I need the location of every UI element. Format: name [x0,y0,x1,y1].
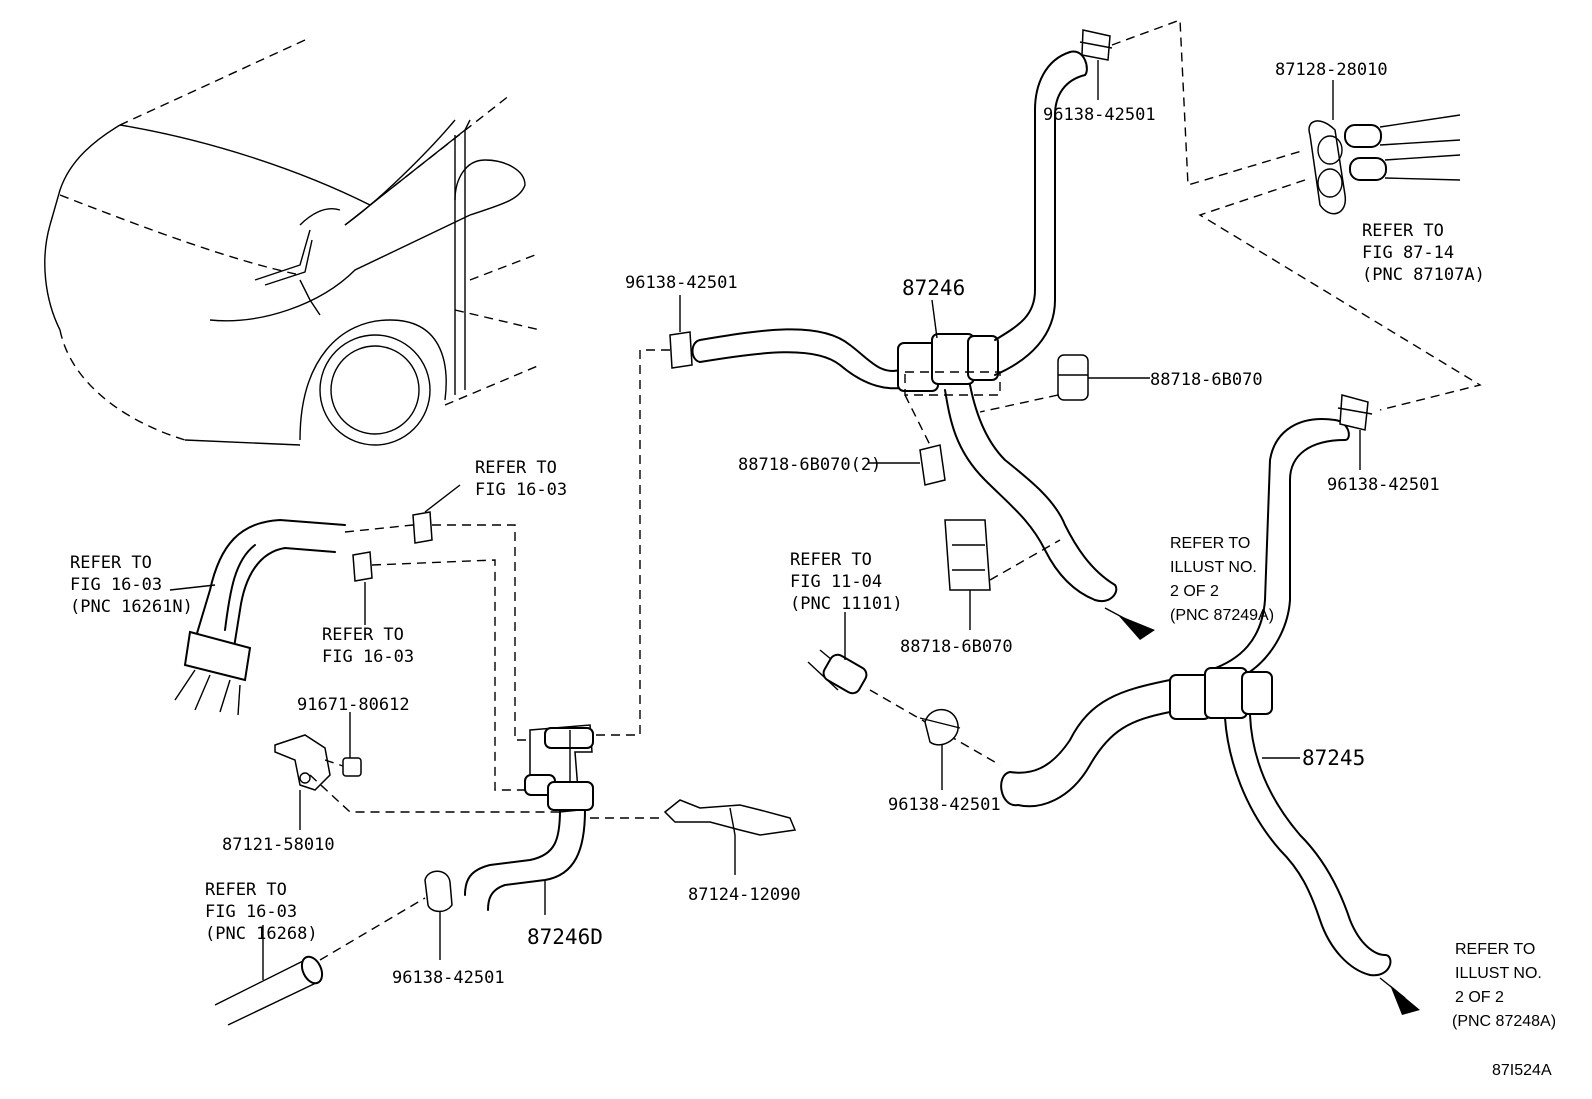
label-clamp-top: 96138-42501 [1043,105,1156,125]
label-refer-illust-a-1: REFER TO [1170,535,1250,552]
label-grommet: 87128-28010 [1275,60,1388,80]
clip-holder-right [1057,354,1089,401]
label-refer-fig-87-14-3: (PNC 87107A) [1362,265,1485,285]
label-refer-11-04-1: REFER TO [790,550,872,570]
label-refer-16268-3: (PNC 16268) [205,924,318,944]
label-clamp-mid-left: 96138-42501 [625,273,738,293]
label-refer-16261n-2: FIG 16-03 [70,575,162,595]
hose-87245 [1000,418,1392,977]
label-hose-lower: 87246D [527,925,603,949]
label-refer-16268-1: REFER TO [205,880,287,900]
clamp-mid-left [669,331,693,369]
label-refer-illust-a-4: (PNC 87249A) [1170,607,1274,624]
clamp-top [1079,29,1113,61]
label-refer-illust-b-3: 2 OF 2 [1455,989,1504,1006]
labels: 96138-42501 87128-28010 REFER TO FIG 87-… [70,60,1556,1079]
clamp-ref-16-03-mid [352,551,373,582]
label-refer-16-03-top-1: REFER TO [475,458,557,478]
clip-holder-left [919,444,946,486]
label-refer-illust-b-1: REFER TO [1455,941,1535,958]
label-refer-fig-87-14-2: FIG 87-14 [1362,243,1454,263]
label-refer-16261n-1: REFER TO [70,553,152,573]
grommet [1308,114,1461,215]
label-clamp-right: 96138-42501 [1327,475,1440,495]
clip-holder-bottom [944,519,991,591]
label-clamp-holder-right: 88718-6B070 [1150,370,1263,390]
clamp-lower-mid [919,708,961,746]
label-refer-11-04-2: FIG 11-04 [790,572,882,592]
label-clamp-bottom: 96138-42501 [392,968,505,988]
label-clamp-lower-mid: 96138-42501 [888,795,1001,815]
label-refer-11-04-3: (PNC 11101) [790,594,903,614]
pipe-11101 [807,649,868,695]
bracket-87121 [274,734,331,791]
label-refer-illust-a-2: ILLUST NO. [1170,559,1257,576]
clamp-right [1337,394,1373,431]
arrow-illust-a [1118,615,1155,640]
bracket-87124 [663,799,797,836]
label-refer-16-03-mid-2: FIG 16-03 [322,647,414,667]
label-refer-16261n-3: (PNC 16261N) [70,597,193,617]
label-clamp-holder-bottom: 88718-6B070 [900,637,1013,657]
label-hose-upper: 87246 [902,276,965,300]
label-refer-illust-a-3: 2 OF 2 [1170,583,1219,600]
label-hose-lower-right: 87245 [1302,746,1365,770]
label-refer-illust-b-2: ILLUST NO. [1455,965,1542,982]
label-refer-16-03-mid-1: REFER TO [322,625,404,645]
label-refer-illust-b-4: (PNC 87248A) [1452,1013,1556,1030]
hose-16261N [174,519,346,716]
label-bracket-2: 87124-12090 [688,885,801,905]
clamp-ref-16-03-top [412,511,433,544]
label-refer-16-03-top-2: FIG 16-03 [475,480,567,500]
label-bolt: 91671-80612 [297,695,410,715]
valve-87246D [464,724,594,911]
vehicle-outline [44,39,541,446]
label-bracket: 87121-58010 [222,835,335,855]
label-refer-fig-87-14-1: REFER TO [1362,221,1444,241]
clamp-bottom [424,870,453,913]
bolt-91671 [324,757,362,777]
label-clamp-holder-left: 88718-6B070(2) [738,455,881,475]
label-refer-16268-2: FIG 16-03 [205,902,297,922]
pipe-16268 [214,955,324,1026]
hose-87246 [691,50,1118,603]
diagram-id: 87I524A [1492,1062,1552,1079]
